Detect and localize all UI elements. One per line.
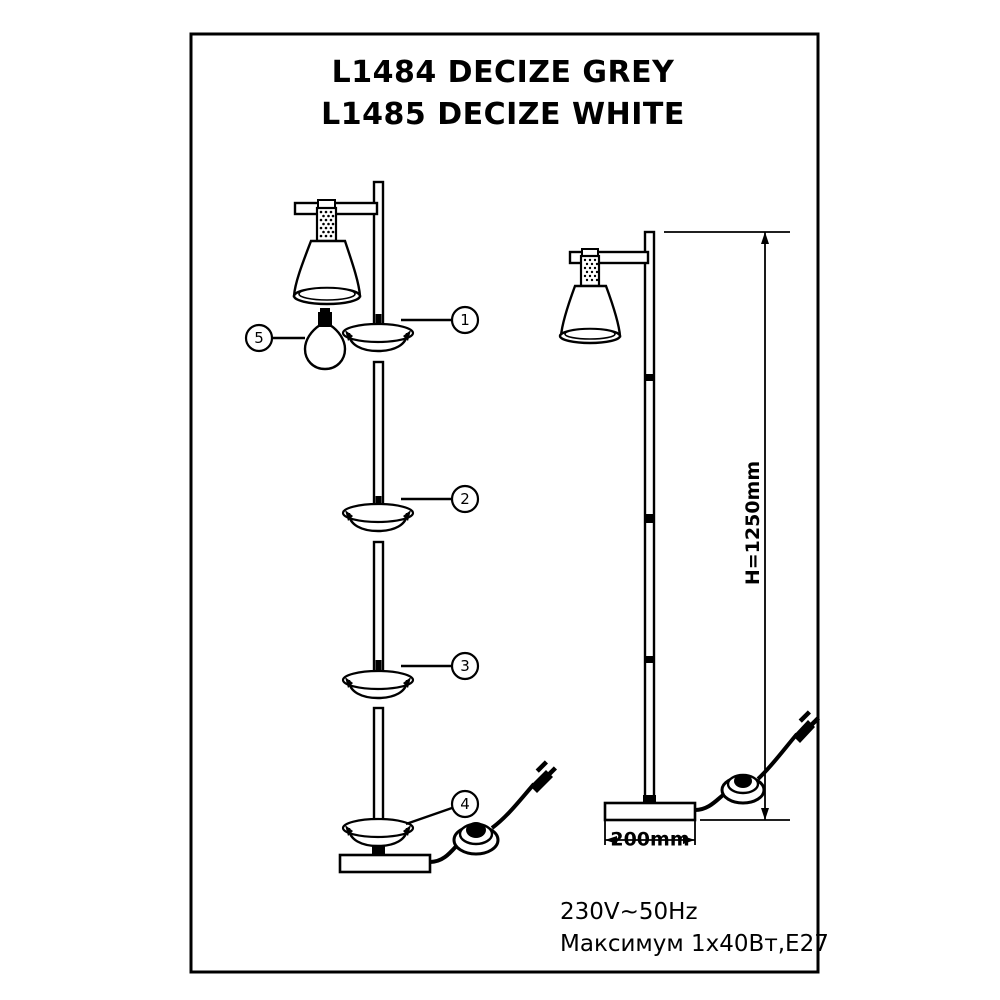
- joint-3-group: [341, 669, 415, 700]
- callout-3-circle: [450, 651, 480, 681]
- callout-2-circle: [450, 484, 480, 514]
- dimension-width: 200mm: [604, 820, 696, 851]
- joint-4-arrow-left: [345, 825, 353, 836]
- figure-exploded-assembly: 1 2 3 4 5: [244, 180, 558, 874]
- power-cord-assembly-left: [429, 760, 558, 864]
- middle-pole-section: [372, 360, 385, 512]
- joint-1-group: [341, 322, 415, 353]
- joint-3-washer: [341, 669, 415, 691]
- callout-4-circle: [450, 789, 480, 819]
- assembled-cord-switch-to-plug: [756, 732, 799, 781]
- joint-2-arrow-left: [345, 510, 353, 521]
- callout-5-label: 5: [254, 329, 264, 347]
- assembled-horizontal-arm: [568, 250, 650, 265]
- cord-switch-to-plug: [490, 782, 536, 830]
- plug-pin-2: [544, 766, 558, 779]
- callout-4-leader: [405, 806, 453, 826]
- callout-3-label: 3: [460, 657, 470, 675]
- joint-1-washer: [341, 322, 415, 344]
- lamp-shade-rim-inner: [298, 287, 356, 301]
- lamp-head-assembly: [292, 180, 385, 332]
- callout-5: 5: [244, 323, 305, 353]
- foot-dimmer-switch-button[interactable]: [466, 822, 486, 838]
- base-plate: [338, 853, 432, 874]
- callout-3: 3: [401, 651, 480, 681]
- joint-1-rotation-arc: [347, 332, 409, 353]
- assembled-plug-pin-2: [807, 716, 821, 729]
- assembled-lamp-head: [558, 230, 656, 804]
- callout-4-label: 4: [460, 795, 470, 813]
- callout-5-circle: [244, 323, 274, 353]
- spec-lamp: Максимум 1x40Вт,E27: [560, 931, 829, 957]
- assembled-dimmer-button[interactable]: [734, 774, 752, 788]
- joint-2-arrow-right: [403, 510, 411, 521]
- power-cord-assembly-right: [694, 710, 821, 812]
- joint-1-arrow-left: [345, 330, 353, 341]
- joint-2-group: [341, 502, 415, 533]
- lower-pole-section: [372, 540, 385, 674]
- base-stub-connector: [372, 845, 385, 856]
- spec-voltage: 230V~50Hz: [560, 899, 698, 925]
- upper-pole-thread-tip: [375, 314, 382, 330]
- joint-2-rotation-arc: [347, 512, 409, 533]
- joint-2-washer: [341, 502, 415, 524]
- assembled-power-plug: [793, 710, 821, 743]
- joint-3-arrow-right: [403, 677, 411, 688]
- pole-joint-marker-1: [644, 374, 655, 381]
- base-pole-section: [372, 706, 385, 832]
- joint-3-rotation-arc: [347, 679, 409, 700]
- callout-2: 2: [401, 484, 480, 514]
- callout-4: 4: [405, 789, 480, 826]
- assembled-plug-pin-1: [798, 710, 812, 723]
- pole-joint-marker-3: [644, 656, 655, 663]
- assembled-base-plate: [603, 801, 697, 822]
- knurl-texture: [319, 210, 335, 238]
- power-plug: [530, 760, 558, 793]
- joint-1-arrow-right: [403, 330, 411, 341]
- assembled-base-stub: [643, 795, 656, 805]
- joint-3-arrow-left: [345, 677, 353, 688]
- pole-joint-marker-2: [644, 514, 655, 523]
- width-arrow-right: [683, 836, 695, 844]
- plug-pin-1: [535, 760, 549, 773]
- bulb-screw-base: [318, 312, 332, 327]
- joint-4-arrow-right: [403, 825, 411, 836]
- callout-1: 1: [401, 305, 480, 335]
- height-dim-label: H=1250mm: [742, 461, 764, 585]
- assembled-knurl-texture: [583, 258, 599, 282]
- bulb-glass: [303, 323, 347, 371]
- dimension-height: H=1250mm: [664, 231, 790, 821]
- width-dim-label: 200mm: [610, 829, 689, 851]
- bulb-base-tip: [320, 308, 330, 313]
- border-frame: [189, 32, 820, 974]
- callout-1-circle: [450, 305, 480, 335]
- light-bulb: [303, 308, 347, 371]
- title-line-1: L1484 DECIZE GREY: [332, 55, 676, 90]
- callout-1-label: 1: [460, 311, 470, 329]
- title-line-2: L1485 DECIZE WHITE: [321, 97, 685, 132]
- figure-assembled-view: [558, 230, 821, 822]
- lower-pole-thread-tip: [375, 660, 382, 672]
- height-arrow-top: [761, 232, 769, 244]
- assembled-shade-rim-inner: [564, 328, 616, 340]
- height-arrow-bottom: [761, 808, 769, 820]
- joint-4-washer: [341, 817, 415, 839]
- width-arrow-left: [605, 836, 617, 844]
- callout-2-label: 2: [460, 490, 470, 508]
